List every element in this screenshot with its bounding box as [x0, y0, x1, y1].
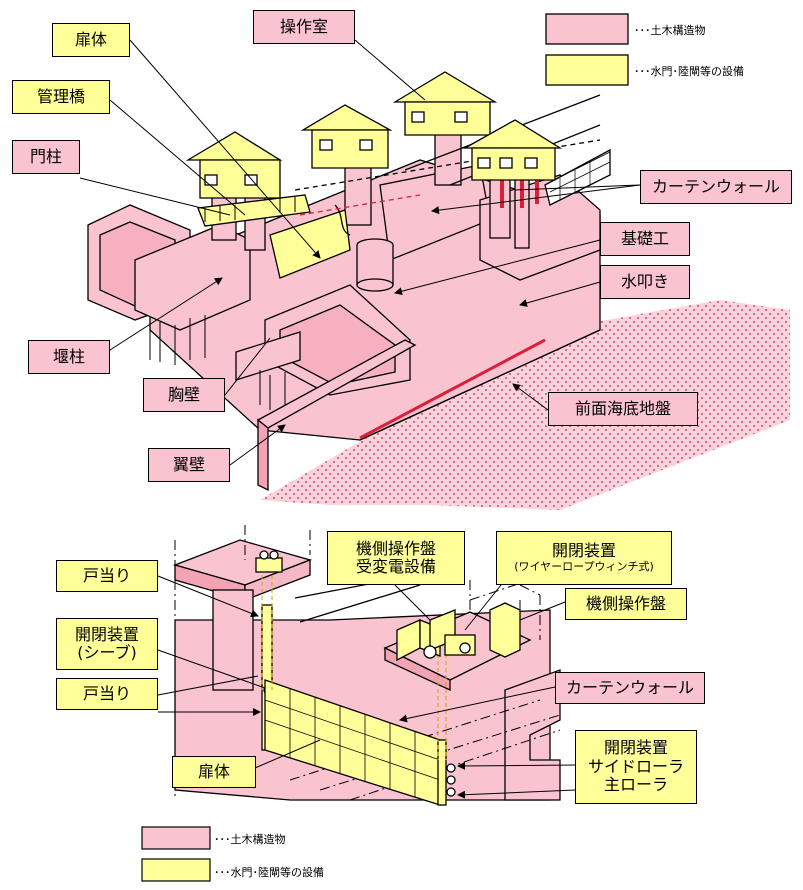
legend-top-civil-swatch	[545, 13, 629, 45]
label-rollers: 開閉装置 サイドローラ 主ローラ	[575, 730, 697, 804]
piles	[149, 315, 286, 410]
label-apron: 水叩き	[600, 265, 690, 299]
label-panel-power-line1: 機側操作盤	[355, 538, 436, 558]
label-wing-wall: 翼壁	[148, 448, 230, 482]
label-door-body-bottom: 扉体	[172, 756, 256, 788]
label-sheave-line2: (シーブ)	[77, 643, 137, 662]
door-grid	[264, 689, 441, 797]
label-rollers-line3: 主ローラ	[603, 775, 668, 795]
label-door-body-top: 扉体	[52, 23, 130, 57]
legend-bottom-equipment-text: ･･･水門･陸閘等の設備	[214, 866, 324, 879]
label-hoist-line2: (ワイヤーロープウィンチ式)	[514, 559, 654, 573]
label-gate-pillar: 門柱	[12, 140, 80, 174]
control-room-1	[185, 131, 283, 199]
label-front-seabed: 前面海底地盤	[548, 392, 698, 426]
label-panel-power: 機側操作盤 受変電設備	[327, 531, 465, 585]
top-leader-lines	[79, 39, 641, 466]
label-hoist-winch: 開閉装置 (ワイヤーロープウィンチ式)	[496, 531, 672, 585]
legend-bottom-equipment-swatch	[141, 858, 211, 882]
breast-wall-side	[235, 331, 301, 381]
top-structure-diagram	[79, 39, 790, 510]
label-management-bridge: 管理橋	[12, 80, 110, 114]
label-weir-pillar: 堰柱	[28, 340, 110, 374]
label-control-room: 操作室	[253, 10, 355, 44]
legend-bottom-civil-text: ･･･土木構造物	[214, 833, 286, 846]
bottom-leader-lines	[157, 575, 576, 799]
right-masonry-wall	[544, 148, 611, 206]
label-hoist-line1: 開閉装置	[551, 541, 616, 561]
label-sheave: 開閉装置 (シーブ)	[56, 618, 158, 670]
gate-door-top	[269, 209, 351, 279]
label-panel-power-line2: 受変電設備	[355, 557, 436, 576]
label-curtain-wall-top: カーテンウォール	[640, 170, 792, 204]
legend-top-civil-text: ･･･土木構造物	[634, 24, 706, 37]
control-room-2	[300, 104, 393, 169]
label-door-stop-bottom: 戸当り	[56, 678, 158, 710]
front-seabed-area	[260, 300, 790, 510]
label-side-panel: 機側操作盤	[565, 588, 687, 620]
label-rollers-line2: サイドローラ	[587, 756, 684, 776]
label-curtain-wall-bottom: カーテンウォール	[555, 672, 705, 704]
legend-top-equipment-swatch	[545, 54, 629, 86]
legend-bottom-civil-swatch	[141, 826, 211, 850]
label-rollers-line1: 開閉装置	[603, 738, 668, 758]
label-breast-wall: 胸壁	[143, 378, 225, 412]
label-sheave-line1: 開閉装置	[74, 624, 139, 644]
bottom-gate-diagram	[157, 525, 576, 806]
control-room-3	[392, 71, 498, 136]
label-foundation: 基礎工	[600, 222, 690, 256]
label-door-stop-top: 戸当り	[56, 560, 158, 592]
control-room-4	[462, 119, 563, 181]
control-panel-equipment	[396, 602, 521, 662]
legend-top-equipment-text: ･･･水門･陸閘等の設備	[634, 65, 744, 78]
